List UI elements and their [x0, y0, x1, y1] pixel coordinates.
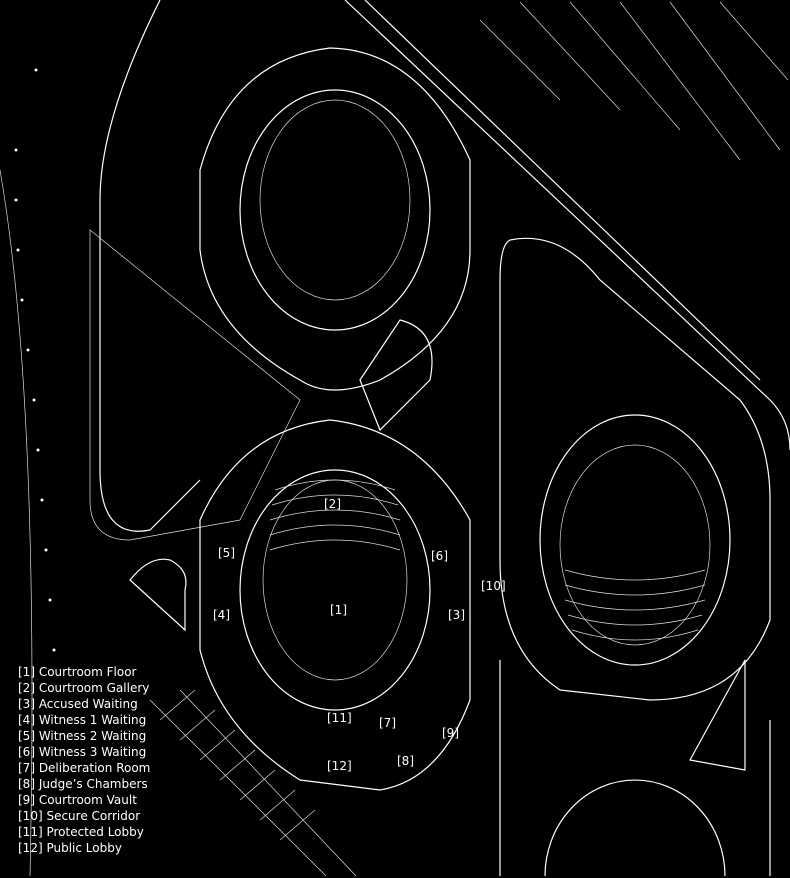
label-protected-lobby: [11] [327, 711, 352, 725]
legend-item: [4] Witness 1 Waiting [18, 713, 147, 727]
legend-item: [6] Witness 3 Waiting [18, 745, 147, 759]
parking-stalls-bottom [149, 689, 357, 877]
courtroom-3-inner [559, 444, 711, 646]
courtroom-block-2 [199, 419, 471, 791]
legend-item: [9] Courtroom Vault [18, 793, 137, 807]
connector-room [359, 319, 433, 432]
legend-item: [7] Deliberation Room [18, 761, 151, 775]
legend-item: [11] Protected Lobby [18, 825, 144, 839]
legend-item: [8] Judge’s Chambers [18, 777, 148, 791]
courtroom-block-4-walls [499, 660, 771, 876]
curved-path [0, 169, 33, 877]
road-edge [344, 0, 790, 451]
gallery-seating-2 [269, 479, 401, 551]
label-witness-3-waiting: [6] [431, 549, 448, 563]
legend-item: [2] Courtroom Gallery [18, 681, 150, 695]
road-edge-inner [364, 0, 761, 381]
legend-item: [10] Secure Corridor [18, 809, 141, 823]
legend-item: [1] Courtroom Floor [18, 665, 137, 679]
parking-stripes-right [479, 1, 789, 161]
label-courtroom-vault: [9] [442, 726, 459, 740]
courtroom-block-3 [499, 237, 771, 701]
label-accused-waiting: [3] [448, 608, 465, 622]
gallery-seating-3 [564, 569, 706, 641]
parking-area [89, 229, 301, 541]
label-public-lobby: [12] [327, 759, 352, 773]
courtroom-1-ellipse [239, 89, 431, 331]
small-pavilion [129, 558, 187, 632]
label-secure-corridor: [10] [481, 579, 506, 593]
courtroom-block-1 [199, 47, 471, 391]
triangle-room [689, 659, 746, 771]
legend-item: [3] Accused Waiting [18, 697, 138, 711]
label-judges-chambers: [8] [397, 754, 414, 768]
courtroom-4-arc [544, 779, 726, 877]
legend-item: [12] Public Lobby [18, 841, 122, 855]
courtroom-2-ellipse [239, 469, 431, 711]
label-courtroom-gallery: [2] [324, 497, 341, 511]
label-courtroom-floor: [1] [330, 603, 347, 617]
tree-dots [14, 68, 56, 652]
site-boundary-left [99, 0, 201, 532]
courtroom-1-inner [259, 99, 411, 301]
courtroom-3-ellipse [539, 414, 731, 666]
legend-item: [5] Witness 2 Waiting [18, 729, 147, 743]
label-witness-1-waiting: [4] [213, 608, 230, 622]
label-deliberation-room: [7] [379, 716, 396, 730]
legend: [1] Courtroom Floor [2] Courtroom Galler… [18, 664, 150, 856]
label-witness-2-waiting: [5] [218, 546, 235, 560]
